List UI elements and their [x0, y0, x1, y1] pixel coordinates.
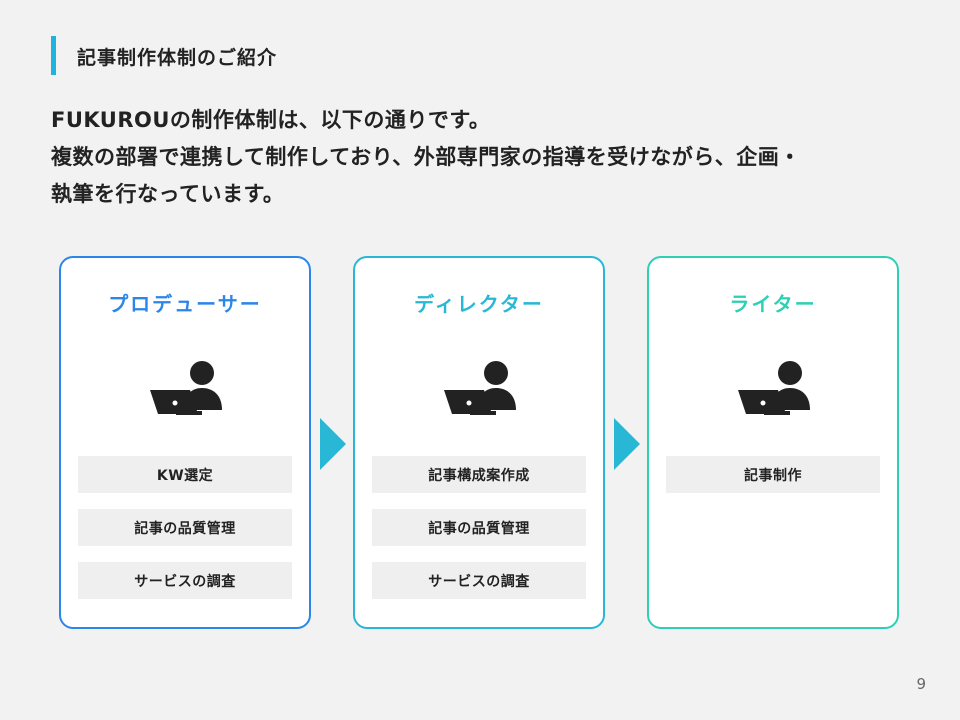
intro-line: 複数の部署で連携して制作しており、外部専門家の指導を受けながら、企画・ [51, 145, 801, 169]
task-list: 記事構成案作成 記事の品質管理 サービスの調査 [372, 456, 586, 599]
role-card-producer: プロデューサー KW選定 記事の品質管理 サービスの調査 [59, 256, 311, 629]
task-item: サービスの調査 [78, 562, 292, 599]
role-title: プロデューサー [108, 292, 262, 316]
role-card-writer: ライター 記事制作 [647, 256, 899, 629]
person-laptop-icon [444, 361, 516, 415]
header-accent-bar [51, 36, 56, 75]
intro-line: FUKUROUの制作体制は、以下の通りです。 [51, 108, 491, 132]
task-item: 記事構成案作成 [372, 456, 586, 493]
task-item: 記事の品質管理 [78, 509, 292, 546]
task-item: サービスの調査 [372, 562, 586, 599]
intro-text: FUKUROUの制作体制は、以下の通りです。 複数の部署で連携して制作しており、… [51, 102, 931, 213]
arrow-right-icon [320, 418, 346, 470]
role-title: ライター [729, 292, 817, 316]
page-number: 9 [916, 675, 926, 693]
page-title: 記事制作体制のご紹介 [77, 47, 278, 69]
role-card-director: ディレクター 記事構成案作成 記事の品質管理 サービスの調査 [353, 256, 605, 629]
arrow-right-icon [614, 418, 640, 470]
task-item: 記事の品質管理 [372, 509, 586, 546]
task-list: 記事制作 [666, 456, 880, 493]
person-laptop-icon [150, 361, 222, 415]
role-title: ディレクター [414, 292, 544, 316]
task-item: 記事制作 [666, 456, 880, 493]
intro-line: 執筆を行なっています。 [51, 182, 285, 206]
task-list: KW選定 記事の品質管理 サービスの調査 [78, 456, 292, 599]
task-item: KW選定 [78, 456, 292, 493]
person-laptop-icon [738, 361, 810, 415]
